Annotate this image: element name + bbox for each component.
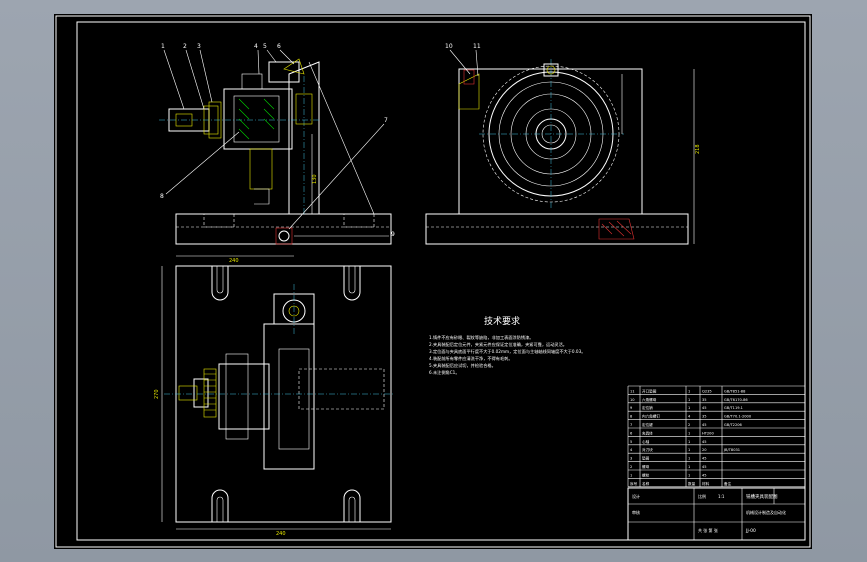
front-view	[159, 49, 392, 257]
svg-text:240: 240	[229, 258, 239, 264]
bom-header-mat: 材料	[702, 481, 710, 486]
svg-text:5.夹具装配后应试切，并检验合格。: 5.夹具装配后应试切，并检验合格。	[429, 362, 496, 369]
bom-cell-no: 1	[630, 473, 632, 477]
bom-cell-qty: 1	[688, 457, 690, 461]
bom-cell-std: GB/T119.1	[724, 406, 743, 410]
svg-text:9: 9	[391, 231, 395, 238]
bom-cell-qty: 2	[688, 423, 690, 427]
bom-cell-qty: 4	[688, 415, 691, 419]
bom-cell-name: 对刀块	[642, 447, 653, 452]
bom-cell-qty: 1	[688, 440, 690, 444]
svg-text:4: 4	[254, 43, 258, 50]
svg-text:技术要求: 技术要求	[484, 315, 520, 327]
bom-cell-name: 开口垫圈	[642, 388, 657, 393]
svg-text:11: 11	[473, 43, 481, 50]
svg-text:218: 218	[695, 144, 701, 154]
svg-text:270: 270	[154, 389, 160, 399]
bom-cell-no: 10	[630, 398, 635, 402]
bom-cell-name: 心轴	[642, 439, 650, 444]
bom-cell-name: 六角螺母	[642, 397, 657, 402]
drawing-sheet: 1 2 3 4 5 6 7 8 9 130 240	[54, 14, 812, 549]
bom-cell-qty: 1	[688, 389, 690, 393]
bom-cell-qty: 1	[688, 406, 690, 410]
side-view: 10 11 218	[425, 43, 701, 245]
bom-cell-qty: 1	[688, 473, 690, 477]
bom-cell-no: 3	[630, 457, 632, 461]
svg-text:比例: 比例	[698, 493, 706, 499]
bom-cell-qty: 1	[688, 398, 690, 402]
svg-text:10: 10	[445, 43, 453, 50]
balloons-front: 1 2 3 4 5 6 7 8 9 130 240	[160, 43, 395, 264]
bom-cell-std: GB/T851-88	[724, 389, 746, 393]
bom-cell-mat: Q235	[702, 389, 712, 393]
svg-text:3.定位面与夹具底面平行度不大于0.02mm，定位面与主轴轴: 3.定位面与夹具底面平行度不大于0.02mm，定位面与主轴轴线同轴度不大于0.0…	[429, 348, 585, 355]
bom-header-qty: 数量	[688, 481, 696, 486]
bom-header-std: 备注	[724, 481, 732, 486]
technical-requirements: 技术要求 1.铸件不应有砂眼、裂纹等缺陷，非加工表面涂防锈漆。 2.夹具装配后定…	[429, 315, 585, 376]
bom-cell-mat: HT200	[702, 431, 714, 435]
svg-text:2: 2	[183, 43, 187, 50]
svg-text:4.装配前所有零件应清洗干净，不得有毛刺。: 4.装配前所有零件应清洗干净，不得有毛刺。	[429, 355, 513, 362]
bom-cell-mat: 45	[702, 423, 707, 427]
svg-text:7: 7	[384, 117, 388, 124]
bom-cell-no: 2	[630, 465, 632, 469]
svg-text:240: 240	[276, 531, 286, 537]
bom-cell-std: GB/T70.1-2000	[724, 415, 752, 419]
bom-cell-name: 定位销	[642, 405, 653, 410]
svg-text:机械设计制造及自动化: 机械设计制造及自动化	[746, 509, 786, 515]
svg-text:6.未注倒角C1。: 6.未注倒角C1。	[429, 369, 460, 376]
svg-text:1:1: 1:1	[718, 494, 725, 499]
bom-cell-name: 螺栓	[642, 472, 650, 477]
plan-view: 270 240	[154, 265, 394, 537]
bom-cell-no: 8	[630, 415, 633, 419]
svg-text:3: 3	[197, 43, 201, 50]
bom-cell-name: 垫圈	[642, 456, 650, 461]
bom-cell-mat: 45	[702, 440, 707, 444]
svg-text:设计: 设计	[632, 493, 640, 499]
bom-cell-no: 4	[630, 448, 633, 452]
svg-text:130: 130	[312, 174, 318, 184]
bom-cell-name: 螺母	[642, 464, 650, 469]
bom-cell-qty: 1	[688, 465, 690, 469]
inner-frame	[76, 21, 806, 541]
bom-cell-std: GB/T2206	[724, 423, 743, 427]
outer-border	[55, 15, 811, 548]
svg-text:8: 8	[160, 193, 164, 200]
bom-cell-mat: 45	[702, 457, 707, 461]
bom-cell-no: 6	[630, 431, 633, 435]
bom-cell-mat: 20	[702, 448, 707, 452]
bom-cell-mat: 45	[702, 465, 707, 469]
svg-text:1: 1	[161, 43, 165, 50]
bom-cell-name: 定位键	[642, 422, 653, 427]
bom-cell-no: 11	[630, 389, 635, 393]
bom-cell-name: 内六角螺钉	[642, 414, 660, 419]
bom-cell-name: 夹具体	[642, 430, 653, 435]
svg-text:6: 6	[277, 43, 281, 50]
bom-cell-mat: 45	[702, 406, 707, 410]
bom-cell-qty: 1	[688, 431, 690, 435]
cad-drawing: 1 2 3 4 5 6 7 8 9 130 240	[55, 15, 811, 548]
svg-text:共 张 第 张: 共 张 第 张	[698, 527, 718, 533]
bom-cell-std: GB/T6170-86	[724, 398, 748, 402]
bom-cell-mat: 35	[702, 398, 707, 402]
bom-cell-no: 9	[630, 406, 633, 410]
svg-text:审核: 审核	[632, 509, 640, 515]
bom-cell-mat: 45	[702, 473, 707, 477]
title-block: 铣槽夹具装配图 机械设计制造及自动化 比例 1:1 共 张 第 张 设计 审核 …	[627, 487, 806, 541]
bom-cell-no: 7	[630, 423, 632, 427]
bom-cell-qty: 1	[688, 448, 690, 452]
bom-header-name: 名称	[642, 481, 650, 486]
svg-text:2.夹具装配后定位元件，夹紧元件应保证定位准确，夹紧可靠，运: 2.夹具装配后定位元件，夹紧元件应保证定位准确，夹紧可靠，运动灵活。	[429, 341, 567, 348]
bom-header-no: 序号	[630, 481, 638, 486]
bom-cell-mat: 35	[702, 415, 707, 419]
svg-text:1.铸件不应有砂眼、裂纹等缺陷，非加工表面涂防锈漆。: 1.铸件不应有砂眼、裂纹等缺陷，非加工表面涂防锈漆。	[429, 334, 534, 341]
svg-text:5: 5	[263, 43, 267, 50]
bom-cell-std: JB/T8031	[723, 448, 740, 452]
svg-text:JJ-00: JJ-00	[745, 528, 756, 534]
bom-cell-no: 5	[630, 440, 632, 444]
svg-text:铣槽夹具装配图: 铣槽夹具装配图	[746, 493, 778, 500]
